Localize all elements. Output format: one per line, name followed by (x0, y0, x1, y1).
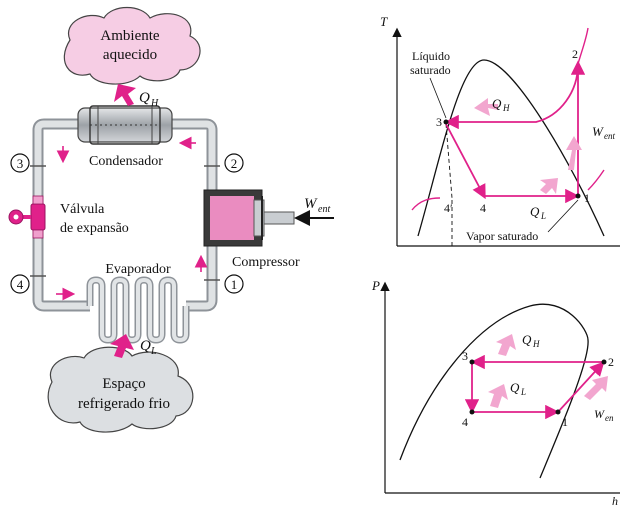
valve-label-line1: Válvula (60, 202, 105, 217)
ts-ql-subscript: L (540, 211, 546, 221)
cold-space-line2: refrigerado frio (78, 396, 170, 412)
ql-subscript: L (150, 346, 157, 357)
state-1: 1 (231, 277, 238, 292)
ph-ql-symbol: Q (510, 380, 520, 395)
qh-symbol: Q (139, 90, 150, 106)
compressor-label: Compressor (232, 255, 300, 270)
ts-ql-arrow (540, 178, 558, 194)
ph-w-arrow (584, 376, 608, 400)
ts-diagram: T Líquido saturado Vapor saturado Q H Q … (380, 14, 620, 247)
condenser-label: Condensador (89, 154, 163, 169)
state-markers: 3 2 4 1 (10, 153, 244, 294)
state-3: 3 (17, 156, 24, 171)
ph-y-label: P (371, 278, 380, 293)
ambient-hot-line2: aquecido (103, 47, 157, 63)
ts-saturation-dome (417, 59, 605, 237)
state-2: 2 (231, 156, 238, 171)
ph-cycle-path (464, 354, 605, 420)
ts-point-1: 1 (584, 191, 590, 205)
ph-ql-arrow (488, 384, 508, 408)
evaporator-label: Evaporador (105, 262, 171, 277)
ambient-hot-line1: Ambiente (100, 28, 159, 44)
ph-point-2: 2 (608, 355, 614, 369)
ts-point-4prime: 4′ (444, 201, 453, 215)
w-in-subscript: ent (318, 204, 330, 215)
w-in-symbol: W (304, 196, 318, 212)
cold-space-line1: Espaço (102, 376, 145, 392)
ts-y-label: T (380, 14, 388, 29)
valve-label-line2: de expansão (60, 221, 129, 236)
ts-qh-arrow (474, 98, 498, 116)
ql-symbol: Q (140, 338, 151, 354)
ph-qh-subscript: H (532, 339, 540, 349)
ph-diagram: P h Q H Q L W en 1 2 3 4 (371, 278, 620, 506)
expansion-valve (8, 195, 46, 239)
ts-ql-symbol: Q (530, 204, 540, 219)
ambient-hot-cloud: Ambiente aquecido (63, 6, 201, 85)
ph-w-subscript: en (605, 413, 614, 423)
ph-point-4: 4 (462, 415, 468, 429)
qh-heat-arrow (114, 84, 136, 106)
cycle-schematic: Ambiente aquecido Espaço refrigerado fri… (8, 6, 334, 433)
ph-qh-symbol: Q (522, 332, 532, 347)
compressor (203, 189, 295, 247)
ts-qh-symbol: Q (492, 96, 502, 111)
ts-sat-vapor-label: Vapor saturado (466, 229, 538, 243)
ts-sat-liquid-line1: Líquido (412, 49, 450, 63)
ph-x-label: h (612, 494, 618, 506)
ph-ql-subscript: L (520, 387, 526, 397)
ts-w-symbol: W (592, 124, 604, 139)
qh-subscript: H (150, 98, 159, 109)
ph-point-1: 1 (562, 415, 568, 429)
ts-qh-subscript: H (502, 103, 510, 113)
ts-w-subscript: ent (604, 131, 615, 141)
ql-heat-arrow (110, 334, 134, 358)
ph-saturation-dome (399, 303, 589, 479)
condenser (77, 105, 173, 145)
ph-qh-arrow (496, 334, 516, 356)
cold-space-cloud: Espaço refrigerado frio (47, 346, 194, 433)
ph-w-symbol: W (594, 407, 605, 421)
ts-point-3: 3 (436, 115, 442, 129)
ph-point-3: 3 (462, 349, 468, 363)
ts-point-2: 2 (572, 47, 578, 61)
ts-cycle-path (411, 27, 605, 211)
ts-sat-liquid-line2: saturado (410, 63, 451, 77)
ts-point-4: 4 (480, 201, 486, 215)
flow-arrows (56, 136, 208, 301)
state-4: 4 (17, 277, 24, 292)
ts-w-arrow (566, 136, 582, 170)
